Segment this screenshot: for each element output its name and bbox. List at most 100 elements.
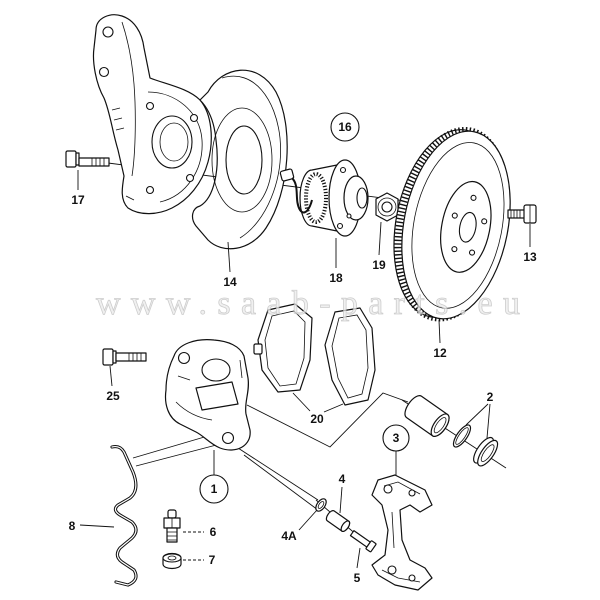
piston-face-inner: [433, 417, 447, 434]
callout-12: 12: [433, 346, 447, 360]
callout-6: 6: [210, 525, 217, 539]
leader-5: [356, 547, 361, 569]
brake-pad-outer-lining: [264, 310, 306, 387]
sleeve-end: [340, 520, 351, 532]
piston-face: [430, 413, 450, 437]
caliper-bolt: [102, 348, 147, 366]
hub-boss: [343, 175, 369, 221]
disc-bolt-hole-1: [470, 194, 477, 201]
knuckle-arm-edge: [121, 21, 136, 177]
bleed-screw: [163, 509, 181, 543]
shield-center-hole: [225, 125, 263, 195]
caliper-upper-ear: [177, 351, 191, 365]
callout-circle-1: [199, 474, 229, 504]
caliper-pin-line-lower: [243, 454, 319, 511]
boot-front: [477, 439, 499, 467]
callout-8: 8: [69, 519, 76, 533]
clip-wire-fill: [111, 445, 137, 586]
caliper-piston: [404, 395, 450, 437]
shield-rim-line: [221, 75, 281, 239]
callout-2: 2: [487, 390, 494, 404]
callout-circle-3: [382, 424, 410, 452]
caliper-spring-clip: [110, 444, 138, 587]
callout-3: 3: [393, 431, 400, 445]
disc-bolt-hole-3: [468, 249, 476, 256]
guide-bushing: [315, 498, 327, 512]
caliper-window: [195, 381, 239, 411]
knuckle-shading: [111, 107, 135, 201]
nut-face: [377, 197, 397, 217]
brake-disc: [393, 126, 511, 322]
disc-friction-ring: [411, 142, 505, 309]
hub-center: [356, 187, 368, 209]
callout-16: 16: [338, 120, 352, 134]
leader-2-a: [465, 403, 489, 426]
callout-13: 13: [523, 250, 537, 264]
bracket-hole-lower: [387, 565, 397, 575]
brake-pad-inner: [324, 307, 376, 406]
piston-seal: [452, 424, 472, 448]
brake-caliper: [164, 339, 251, 451]
hub-bearing-teeth: [304, 172, 328, 224]
bolt-25-head: [102, 348, 114, 366]
pad-wear-sensor: [253, 343, 263, 355]
knuckle-bolt-hole-3: [185, 173, 195, 183]
knuckle-upper-eye: [102, 26, 114, 38]
bolt-25-threads: [128, 353, 142, 361]
disc-center-bore: [458, 211, 477, 243]
leader-19: [378, 221, 382, 256]
guide-pin-shank: [349, 530, 371, 548]
bolt-17-shank: [78, 157, 110, 167]
hub-stud-hole-2: [336, 222, 344, 230]
bolt-25-shank: [115, 352, 147, 362]
hub-stud-hole-1: [339, 166, 347, 174]
caliper-bracket: [371, 474, 433, 591]
bracket-hole-upper-2: [408, 489, 416, 497]
disc-bolt-hole-4: [451, 246, 458, 253]
guide-pin: [349, 530, 377, 553]
callout-7: 7: [209, 553, 216, 567]
brake-pad-inner-lining: [331, 314, 369, 399]
knuckle-bore-inner: [159, 122, 189, 162]
leader-20-b: [323, 403, 344, 413]
callout-18: 18: [329, 271, 343, 285]
bracket-hole-lower-2: [408, 574, 416, 582]
shield-face: [211, 107, 273, 213]
callout-25: 25: [106, 389, 120, 403]
bushing-inner: [317, 501, 325, 509]
leader-20-a: [292, 392, 311, 412]
leader-4: [339, 486, 343, 514]
caliper-piston-bore: [201, 358, 231, 382]
cap-top: [162, 553, 182, 563]
caliper-clip-line-lower: [135, 442, 225, 467]
nut-bore: [381, 201, 393, 213]
caliper-piston-link-line: [246, 392, 409, 448]
bracket-hole-upper: [383, 484, 393, 494]
abs-sensor-wire: [291, 177, 313, 214]
knuckle-bolt-hole-1: [145, 101, 155, 111]
caliper-detail-lines: [175, 359, 243, 421]
callout-19: 19: [372, 258, 386, 272]
guide-pin-head: [365, 540, 377, 553]
callout-labels: 16 17 14 18 19 13 12 25 20 2 3 1 4 8 6 4…: [69, 120, 537, 585]
steering-knuckle: [92, 14, 212, 215]
wheel-hub-bearing: [279, 159, 369, 237]
callout-circle-16: [330, 112, 360, 142]
leader-8: [79, 524, 115, 528]
disc-bolt-hole-5: [451, 212, 458, 219]
caliper-lower-ear: [221, 431, 235, 445]
hub-stud-hole-3: [346, 213, 352, 219]
knuckle-bolt: [65, 150, 110, 168]
piston-dust-boot: [473, 436, 499, 467]
leader-12: [438, 319, 441, 344]
caliper-pin-line-upper: [237, 447, 319, 501]
knuckle-mount-hole: [98, 66, 110, 78]
bracket-outline: [371, 474, 433, 591]
bleed-screw-threads: [167, 531, 177, 541]
brake-dust-shield: [191, 69, 288, 250]
callout-20: 20: [310, 412, 324, 426]
callout-1: 1: [211, 482, 218, 496]
callout-4: 4: [339, 472, 346, 486]
seal-inner: [455, 427, 469, 445]
